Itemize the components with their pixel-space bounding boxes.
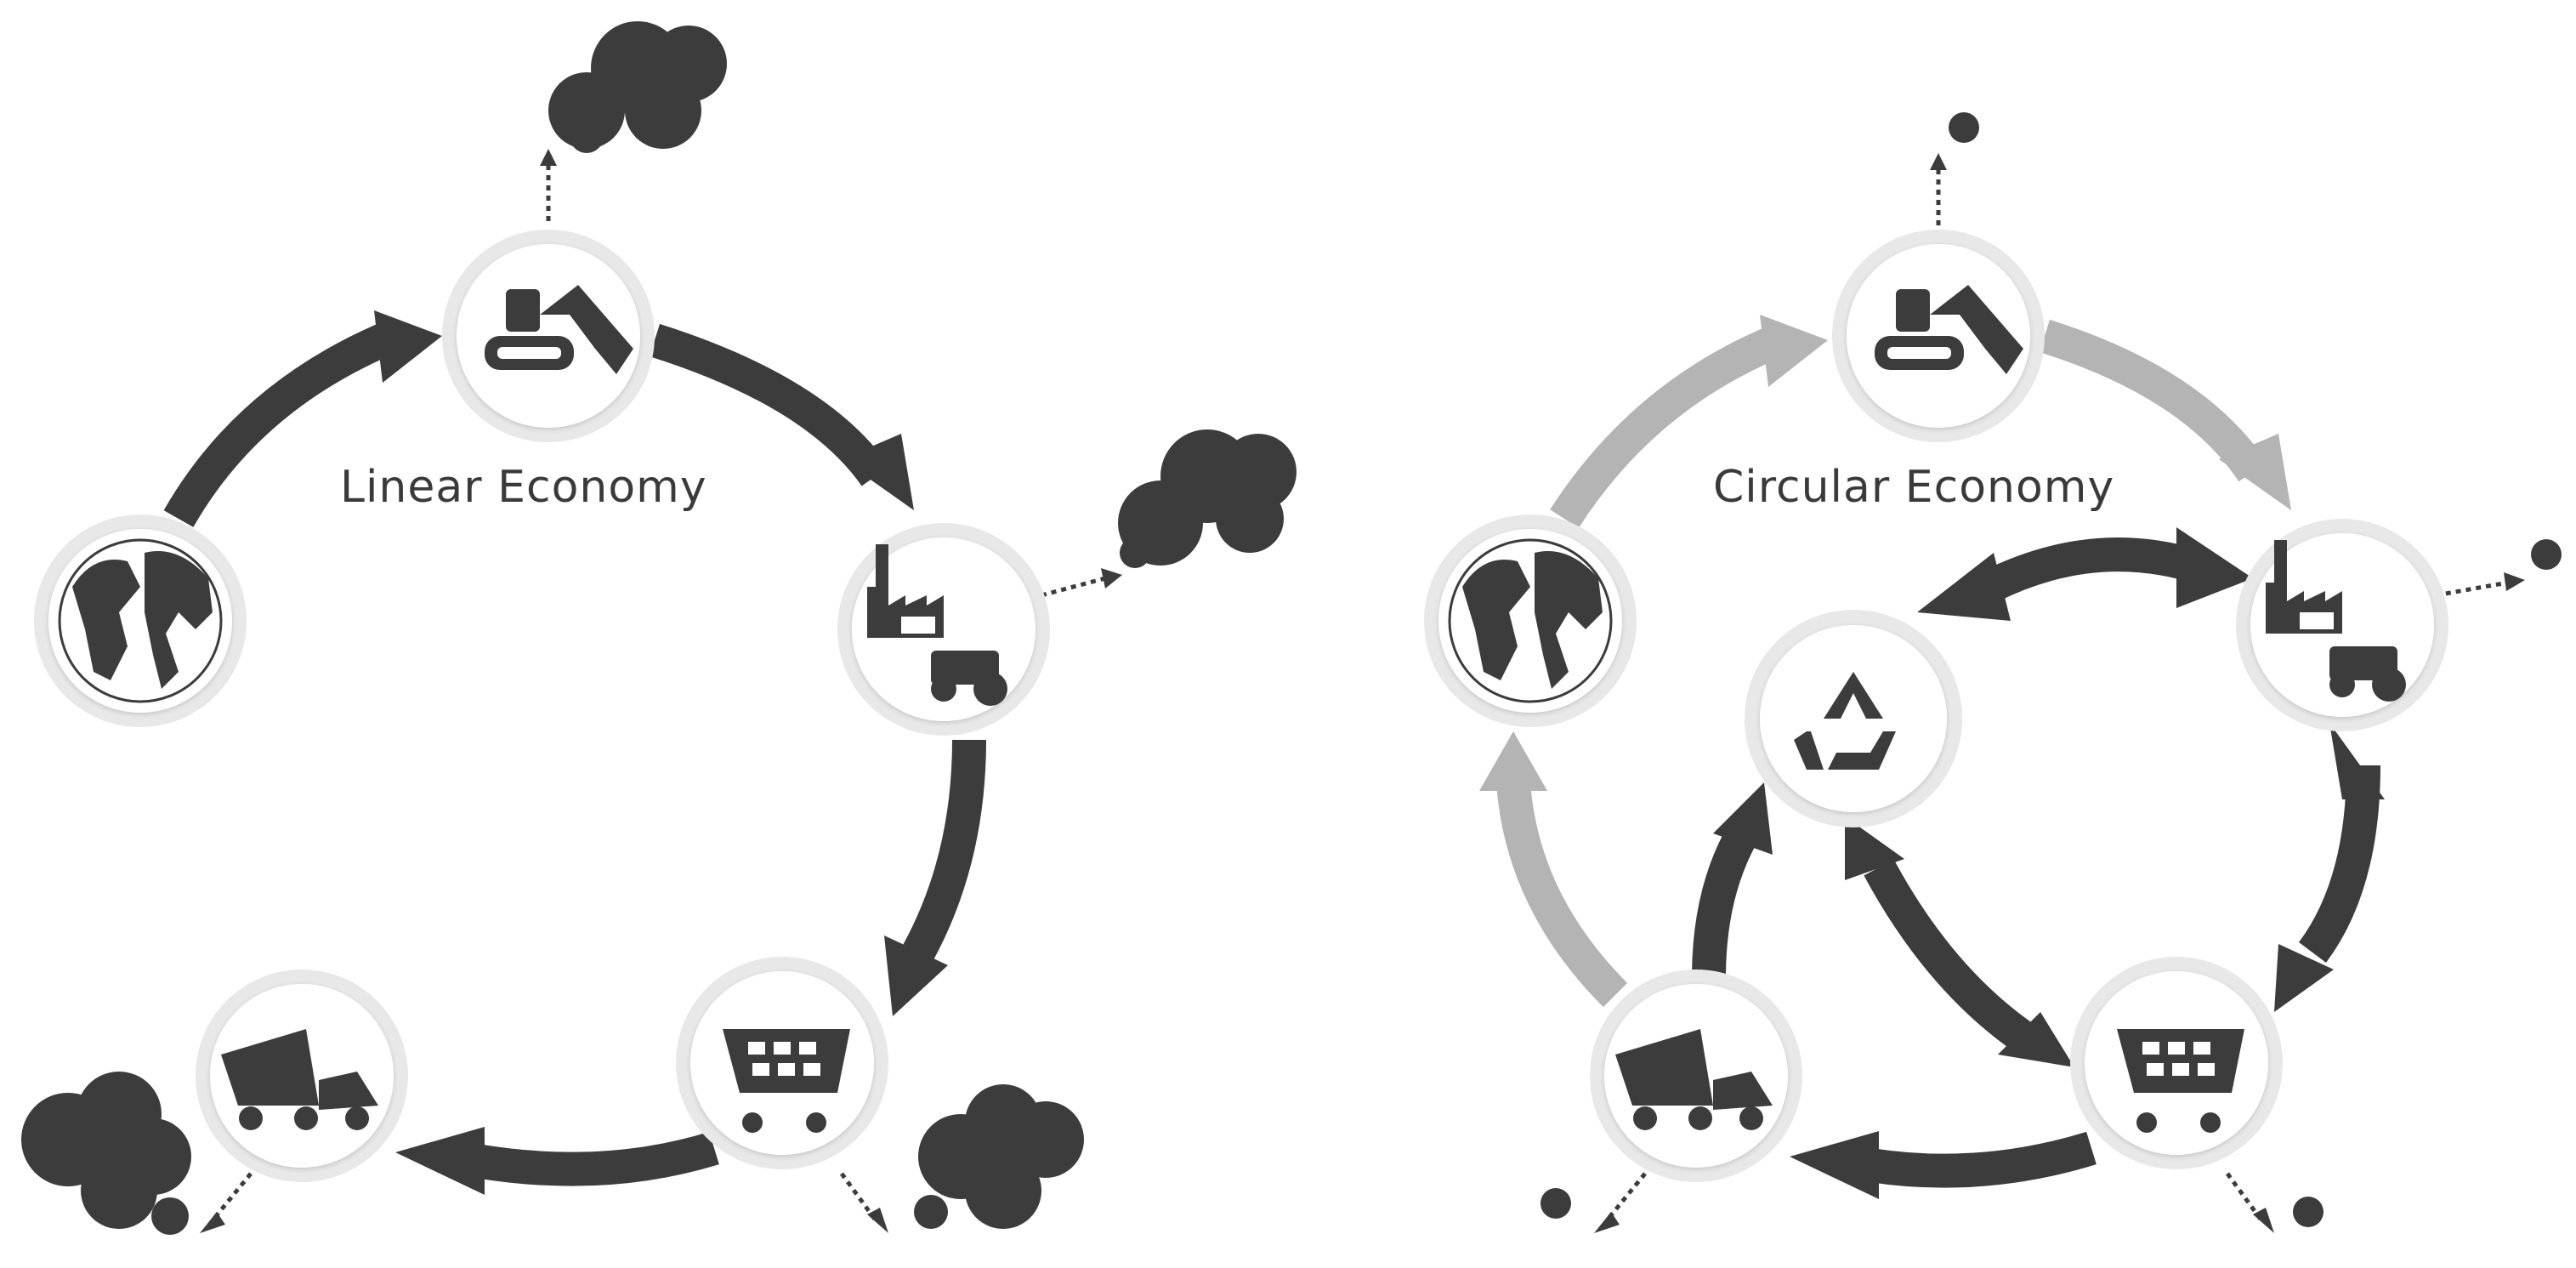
linear-economy-panel: Linear Economy — [21, 21, 1297, 1235]
circular-flow-consumption-to-waste — [1867, 1131, 2097, 1188]
globe-icon — [58, 538, 223, 703]
circular-flow-waste-to-recycling — [1692, 825, 1758, 979]
circular-flow-recycling-consumption — [1864, 859, 2034, 1052]
linear-node-production — [837, 523, 1050, 736]
linear-title: Linear Economy — [340, 462, 707, 513]
circular-dark-flows — [1692, 527, 2385, 1199]
circular-light-flows — [1479, 315, 2291, 1008]
excavator-icon — [1875, 285, 2023, 374]
circular-node-recycling — [1745, 610, 1962, 827]
linear-arrowhead-extraction — [374, 310, 442, 383]
linear-flows — [163, 310, 986, 1195]
linear-arrowhead-waste — [395, 1127, 485, 1195]
smoke-cloud-icon — [548, 21, 727, 153]
excavator-icon — [485, 285, 633, 374]
linear-node-extraction — [442, 230, 655, 442]
linear-emissions — [21, 21, 1297, 1235]
circular-node-consumption — [2070, 957, 2283, 1169]
linear-arrowhead-consumption — [884, 935, 948, 1016]
circular-node-waste — [1590, 969, 1802, 1182]
garbage-truck-icon — [1615, 1029, 1773, 1130]
linear-node-waste — [196, 969, 408, 1182]
smoke-cloud-icon — [2531, 539, 2562, 570]
linear-flow-extraction-to-production — [649, 323, 890, 486]
circular-economy-panel: Circular Economy — [1424, 112, 2562, 1233]
smoke-cloud-icon — [914, 1084, 1084, 1229]
circular-flow-earth-to-extraction — [1550, 328, 1775, 528]
smoke-cloud-icon — [21, 1072, 191, 1235]
circular-node-production — [2236, 519, 2448, 731]
circular-title: Circular Economy — [1713, 462, 2114, 513]
linear-node-earth — [34, 515, 247, 727]
smoke-cloud-icon — [1540, 1188, 1571, 1219]
circular-flow-waste-to-earth — [1496, 781, 1628, 1008]
linear-node-consumption — [676, 957, 888, 1169]
circular-emissions — [1540, 112, 2562, 1233]
circular-flow-extraction-to-production — [2039, 319, 2267, 482]
factory-icon — [2266, 540, 2406, 702]
cart-icon — [2117, 1029, 2244, 1133]
recycle-icon — [1794, 672, 1896, 770]
smoke-cloud-icon — [2293, 1197, 2324, 1227]
garbage-truck-icon — [221, 1029, 378, 1130]
circular-node-earth — [1424, 515, 1637, 727]
cart-icon — [723, 1029, 850, 1133]
globe-icon — [1448, 538, 1613, 703]
circular-node-extraction — [1832, 230, 2045, 442]
linear-flow-consumption-to-waste — [473, 1131, 719, 1186]
smoke-cloud-icon — [1949, 112, 1979, 143]
linear-arrowhead-production — [842, 434, 914, 510]
linear-flow-production-to-consumption — [903, 739, 986, 961]
smoke-cloud-icon — [1118, 429, 1297, 568]
circular-flow-recycling-production — [1982, 537, 2199, 602]
factory-icon — [867, 544, 1007, 706]
linear-flow-earth-to-extraction — [163, 324, 390, 527]
